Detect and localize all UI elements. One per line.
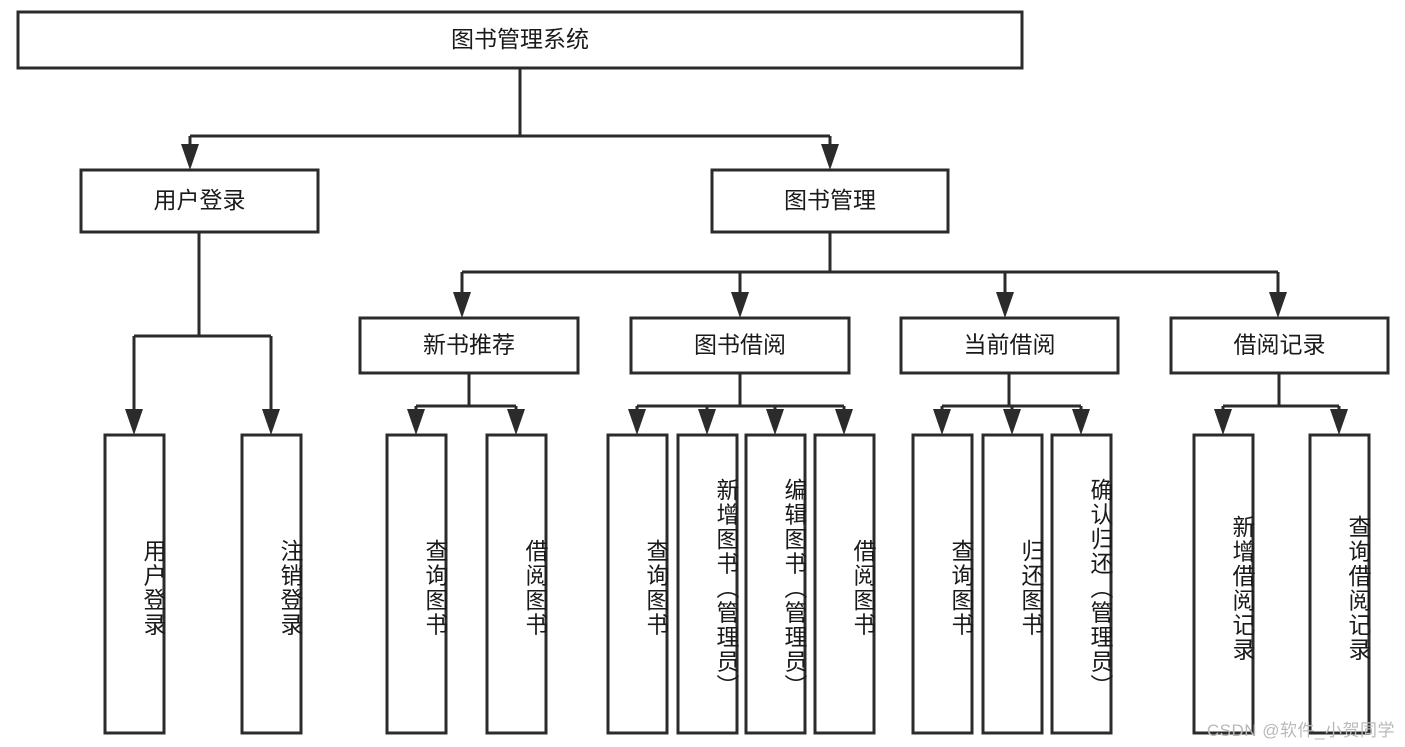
arrow-head-icon — [125, 409, 143, 435]
arrow-head-icon — [1330, 409, 1348, 435]
arrow-head-icon — [262, 409, 280, 435]
node-leaf-10-确认归还管理员[interactable] — [1050, 433, 1113, 735]
arrow-head-icon — [1003, 409, 1021, 435]
connector-layer — [125, 68, 1348, 435]
node-图书管理系统-root[interactable] — [16, 10, 1024, 70]
arrow-head-icon — [933, 409, 951, 435]
arrow-head-icon — [181, 144, 199, 170]
node-l3-图书借阅-label: 图书借阅 — [694, 332, 786, 358]
node-leaf-12-查询借阅记录[interactable] — [1308, 433, 1371, 735]
node-l2-图书管理-label: 图书管理 — [784, 187, 876, 213]
node-leaf-2-查询图书[interactable] — [385, 433, 448, 735]
node-leaf-5-新增图书管理员[interactable] — [676, 433, 739, 735]
arrow-head-icon — [698, 409, 716, 435]
arrow-head-icon — [1269, 292, 1287, 318]
node-l2-用户登录[interactable] — [79, 168, 320, 234]
node-l3-新书推荐[interactable] — [358, 316, 580, 375]
arrow-head-icon — [821, 144, 839, 170]
node-l3-新书推荐-label: 新书推荐 — [423, 332, 515, 358]
arrow-head-icon — [407, 409, 425, 435]
node-图书管理系统-root-label: 图书管理系统 — [451, 26, 589, 52]
node-l3-借阅记录-label: 借阅记录 — [1234, 332, 1326, 358]
arrow-head-icon — [1072, 409, 1090, 435]
node-leaf-8-查询图书[interactable] — [911, 433, 974, 735]
node-box-layer — [16, 10, 1390, 735]
node-leaf-7-借阅图书[interactable] — [813, 433, 876, 735]
arrow-head-icon — [766, 409, 784, 435]
arrow-head-icon — [996, 292, 1014, 318]
node-l3-借阅记录[interactable] — [1169, 316, 1390, 375]
node-leaf-1-注销登录[interactable] — [240, 433, 303, 735]
node-leaf-11-新增借阅记录[interactable] — [1192, 433, 1255, 735]
node-l2-用户登录-label: 用户登录 — [154, 187, 246, 213]
node-leaf-0-用户登录[interactable] — [103, 433, 166, 735]
node-l3-图书借阅[interactable] — [629, 316, 851, 375]
arrow-head-icon — [507, 409, 525, 435]
node-leaf-6-编辑图书管理员[interactable] — [744, 433, 807, 735]
node-leaf-9-归还图书[interactable] — [981, 433, 1044, 735]
node-l3-当前借阅-label: 当前借阅 — [964, 332, 1056, 358]
arrow-head-icon — [628, 409, 646, 435]
node-leaf-4-查询图书[interactable] — [606, 433, 669, 735]
arrow-head-icon — [731, 292, 749, 318]
node-l3-当前借阅[interactable] — [899, 316, 1120, 375]
node-leaf-3-借阅图书[interactable] — [485, 433, 548, 735]
node-l2-图书管理[interactable] — [710, 168, 950, 234]
arrow-head-icon — [1214, 409, 1232, 435]
arrow-head-icon — [835, 409, 853, 435]
csdn-watermark: CSDN @软件_小贺同学 — [1206, 721, 1395, 740]
arrow-head-icon — [453, 292, 471, 318]
